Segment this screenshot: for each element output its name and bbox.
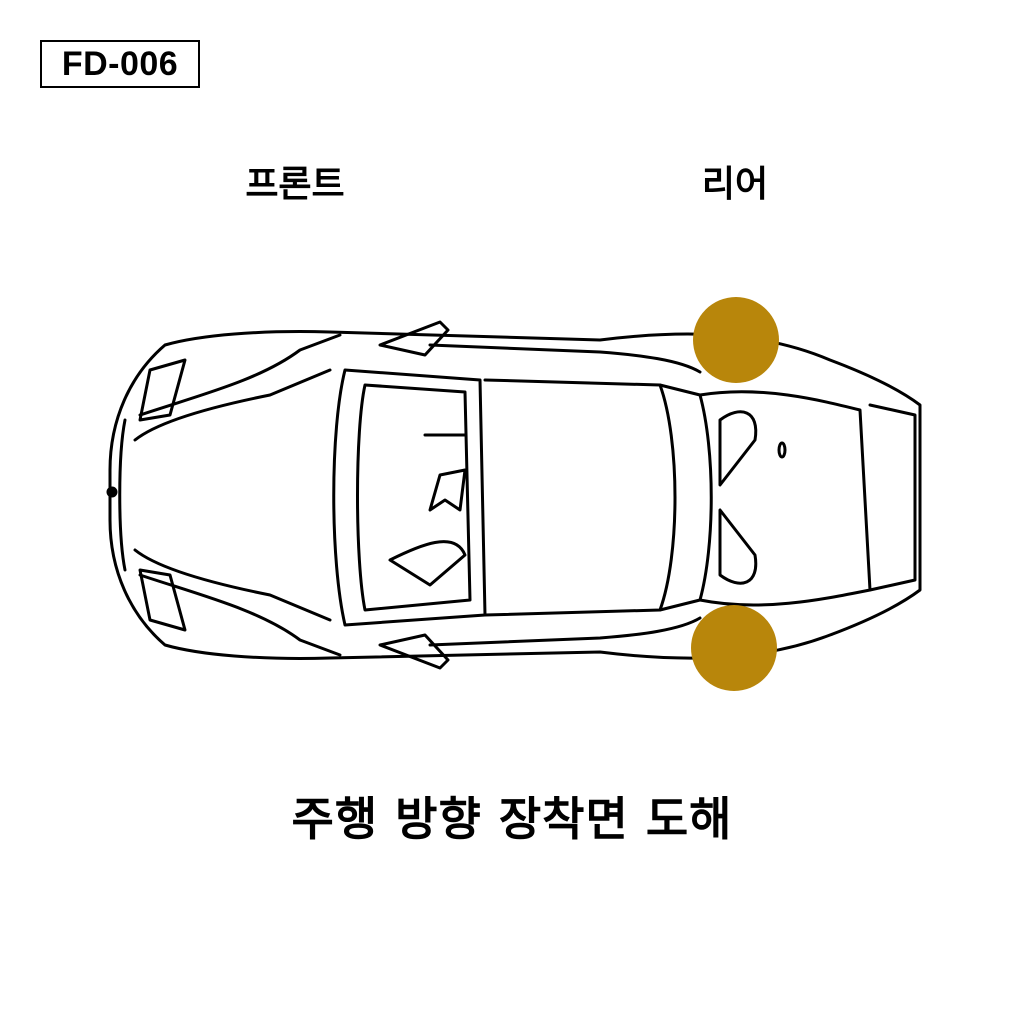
front-label: 프론트: [245, 164, 345, 205]
rear-vent-bottom: [718, 508, 758, 585]
rear-right-marker: [691, 605, 777, 691]
rear-window: [658, 383, 713, 612]
rear-left-marker: [693, 297, 779, 383]
hood-inner: [133, 368, 332, 622]
front-bumper: [118, 418, 127, 572]
side-line-bottom: [428, 616, 702, 647]
side-line-top: [428, 343, 702, 374]
side-mirror-right: [378, 633, 450, 670]
rear-vent-top: [718, 410, 758, 487]
dash-detail: [388, 540, 467, 587]
wiper-detail: [428, 468, 467, 512]
windshield: [332, 368, 487, 627]
side-mirror-left: [378, 320, 450, 357]
roof: [483, 378, 677, 617]
rear-spoiler: [868, 403, 917, 592]
rear-badge: [777, 441, 787, 459]
windshield-inner: [356, 383, 472, 612]
product-code-box: FD-006: [40, 40, 200, 88]
hood-line-bottom: [138, 573, 342, 657]
car-body-outline: [108, 330, 922, 660]
hood-line-top: [138, 333, 342, 417]
diagram-caption: 주행 방향 장착면 도해: [291, 792, 733, 846]
rear-deck: [698, 390, 872, 607]
headlight-left: [138, 358, 187, 422]
front-emblem: [106, 486, 118, 498]
product-code: FD-006: [61, 44, 179, 83]
rear-label: 리어: [701, 164, 769, 205]
headlight-right: [138, 568, 187, 632]
markers-layer: [691, 297, 779, 691]
